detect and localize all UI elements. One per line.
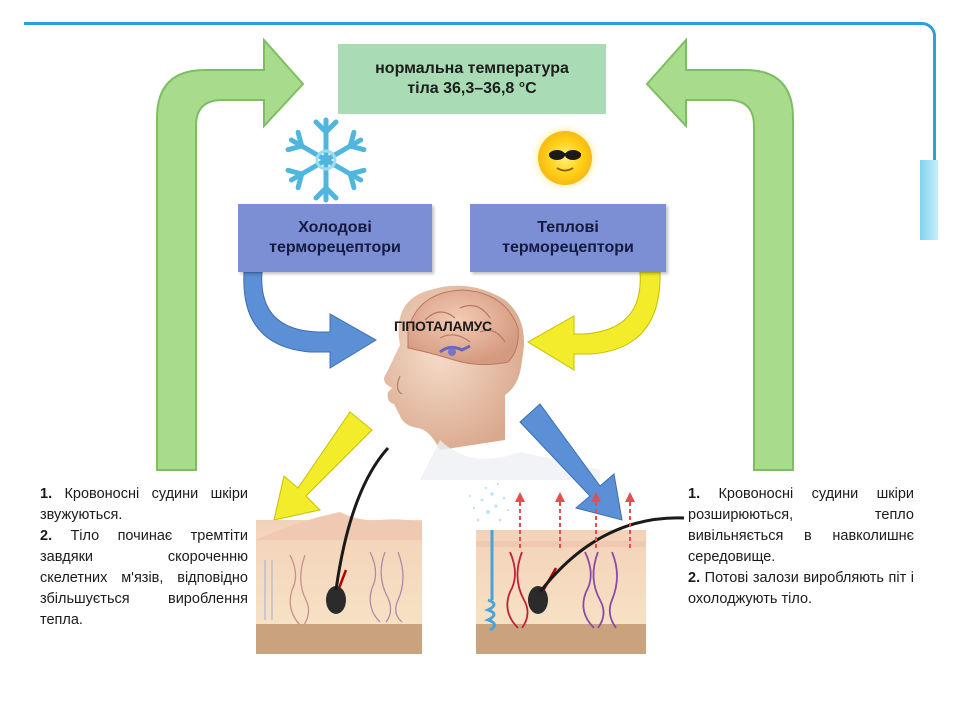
slide-frame-accent (920, 160, 938, 240)
warm-item2-text: Потові залози виробляють піт і охолоджую… (688, 570, 914, 607)
hypothalamus-to-cold-skin-arrow (273, 411, 373, 521)
warm-hair-pointer (538, 516, 685, 593)
hypothalamus-label: ГІПОТАЛАМУС (394, 318, 492, 334)
warm-receptors-line2: терморецептори (502, 239, 634, 256)
cold-to-hypothalamus-arrow (243, 271, 377, 369)
normal-temperature-box: нормальна температура тіла 36,3–36,8 °С (338, 44, 606, 114)
cold-item1-text: Кровоносні судини шкіри звужуються. (40, 486, 248, 523)
cold-item2-text: Тіло починає тремтіти завдяки скороченню… (40, 528, 248, 628)
cold-hair-pointer (334, 446, 390, 591)
cold-receptors-line1: Холодові (298, 219, 372, 236)
warm-response-text: 1. Кровоносні судини шкіри розширюються,… (688, 484, 914, 610)
head-illustration (384, 285, 524, 450)
left-feedback-arrow (156, 37, 305, 471)
warm-receptors-line1: Теплові (537, 219, 599, 236)
cold-response-text: 1. Кровоносні судини шкіри звужуються. 2… (40, 484, 248, 631)
hypothalamus-to-warm-skin-arrow (519, 403, 623, 521)
right-feedback-arrow (645, 37, 794, 471)
cold-skin-section (256, 512, 422, 654)
cold-receptors-box: Холодові терморецептори (238, 204, 432, 272)
cold-receptors-line2: терморецептори (269, 239, 401, 256)
normal-temperature-line2: тіла 36,3–36,8 °С (407, 80, 537, 97)
cold-item1-number: 1. (40, 486, 53, 502)
warm-receptors-box: Теплові терморецептори (470, 204, 666, 272)
sweat-spray (469, 482, 510, 522)
heat-release-arrows (515, 492, 635, 548)
snowflake-icon (285, 117, 367, 203)
normal-temperature-line1: нормальна температура (375, 60, 569, 77)
warm-to-hypothalamus-arrow (527, 271, 661, 371)
warm-skin-section (476, 530, 646, 654)
shoulders (420, 440, 600, 480)
cold-item2-number: 2. (40, 528, 53, 544)
warm-item2-number: 2. (688, 570, 701, 586)
warm-item1-text: Кровоносні судини шкіри розширюються, те… (688, 486, 914, 565)
warm-item1-number: 1. (688, 486, 701, 502)
sun-icon (531, 124, 599, 192)
